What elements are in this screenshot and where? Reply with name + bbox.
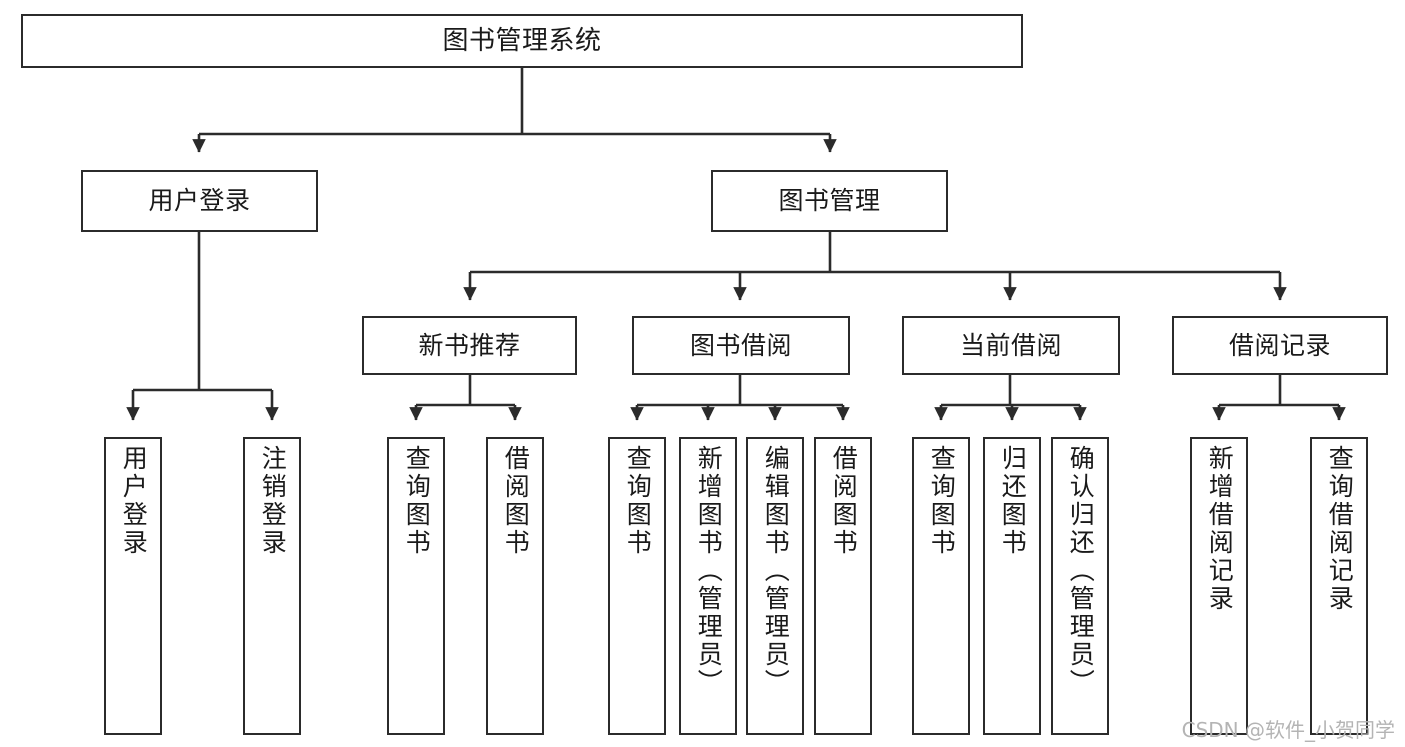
leaf-borrow-book-recommend-label: 借阅图书 [501,445,531,557]
node-new-book-recommend-label: 新书推荐 [418,330,521,360]
node-current-borrow-label: 当前借阅 [959,330,1062,360]
leaf-edit-book-admin-label: 编辑图书（管理员） [761,445,791,697]
leaf-add-book-admin-label: 新增图书（管理员） [694,445,724,697]
leaf-query-book-recommend-label: 查询图书 [402,445,432,557]
leaf-confirm-return-admin[interactable]: 确认归还（管理员） [1051,437,1109,735]
leaf-borrow-book[interactable]: 借阅图书 [814,437,872,735]
leaf-add-borrow-record-label: 新增借阅记录 [1205,445,1235,613]
leaf-logout[interactable]: 注销登录 [243,437,301,735]
node-book-borrow-label: 图书借阅 [689,330,792,360]
node-book-management[interactable]: 图书管理 [711,170,948,232]
leaf-add-borrow-record[interactable]: 新增借阅记录 [1190,437,1248,735]
node-root[interactable]: 图书管理系统 [21,14,1023,68]
leaf-return-book[interactable]: 归还图书 [983,437,1041,735]
watermark-text: CSDN @软件_小贺同学 [1181,718,1395,742]
leaf-confirm-return-admin-label: 确认归还（管理员） [1066,445,1096,697]
leaf-query-book-borrow-label: 查询图书 [623,445,653,557]
leaf-borrow-book-recommend[interactable]: 借阅图书 [486,437,544,735]
node-new-book-recommend[interactable]: 新书推荐 [362,316,577,375]
node-current-borrow[interactable]: 当前借阅 [902,316,1120,375]
leaf-user-login-label: 用户登录 [119,445,149,557]
leaf-logout-label: 注销登录 [258,445,288,557]
node-book-management-label: 图书管理 [778,186,881,216]
node-user-login-label: 用户登录 [148,186,251,216]
leaf-query-borrow-record-label: 查询借阅记录 [1325,445,1355,613]
node-root-label: 图书管理系统 [442,25,602,56]
node-borrow-records[interactable]: 借阅记录 [1172,316,1388,375]
leaf-edit-book-admin[interactable]: 编辑图书（管理员） [746,437,804,735]
leaf-query-borrow-record[interactable]: 查询借阅记录 [1310,437,1368,735]
leaf-borrow-book-label: 借阅图书 [829,445,859,557]
leaf-add-book-admin[interactable]: 新增图书（管理员） [679,437,737,735]
node-borrow-records-label: 借阅记录 [1228,330,1331,360]
leaf-query-book-recommend[interactable]: 查询图书 [387,437,445,735]
leaf-query-book-current[interactable]: 查询图书 [912,437,970,735]
leaf-user-login[interactable]: 用户登录 [104,437,162,735]
leaf-query-book-current-label: 查询图书 [927,445,957,557]
node-user-login[interactable]: 用户登录 [81,170,318,232]
node-book-borrow[interactable]: 图书借阅 [632,316,850,375]
leaf-return-book-label: 归还图书 [998,445,1028,557]
leaf-query-book-borrow[interactable]: 查询图书 [608,437,666,735]
